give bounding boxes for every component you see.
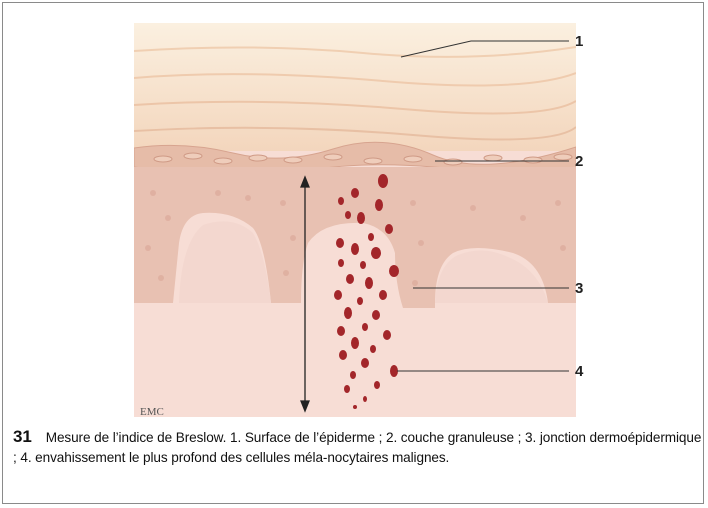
caption-text: Mesure de l’indice de Breslow. 1. Surfac… (13, 430, 701, 465)
label-2: 2 (575, 153, 583, 170)
figure-number: 31 (13, 427, 32, 446)
label-4: 4 (575, 363, 584, 380)
breslow-diagram: 1 2 3 4 EMC (3, 3, 703, 423)
label-1: 1 (575, 33, 583, 50)
emc-logo: EMC (140, 406, 164, 418)
label-3: 3 (575, 280, 583, 297)
skin-section (134, 23, 576, 417)
